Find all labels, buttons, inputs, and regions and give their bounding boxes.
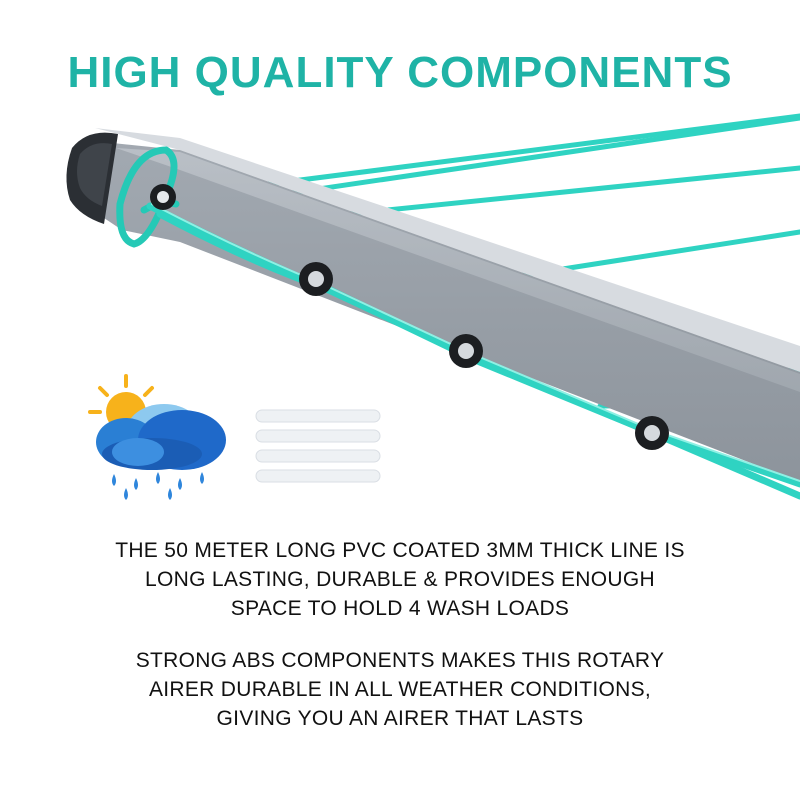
text-line: AIRER DURABLE IN ALL WEATHER CONDITIONS, [148, 678, 652, 701]
components-description: STRONG ABS COMPONENTS MAKES THIS ROTARY … [60, 646, 740, 733]
wind-lines-icon [255, 409, 381, 483]
eyelet [150, 184, 176, 210]
text-line: LONG LASTING, DURABLE & PROVIDES ENOUGH [145, 568, 655, 591]
aluminium-arm [66, 128, 800, 482]
text-line: STRONG ABS COMPONENTS MAKES THIS ROTARY [135, 649, 665, 672]
eyelet [299, 262, 333, 296]
line-description: THE 50 METER LONG PVC COATED 3MM THICK L… [60, 536, 740, 623]
eyelet [635, 416, 669, 450]
page-title: HIGH QUALITY COMPONENTS [67, 48, 733, 97]
text-line: SPACE TO HOLD 4 WASH LOADS [230, 597, 570, 620]
eyelet [449, 334, 483, 368]
text-line: THE 50 METER LONG PVC COATED 3MM THICK L… [115, 539, 685, 562]
eyelets [150, 184, 669, 450]
text-line: GIVING YOU AN AIRER THAT LASTS [216, 707, 584, 730]
sun-cloud-rain-icon [88, 374, 226, 500]
